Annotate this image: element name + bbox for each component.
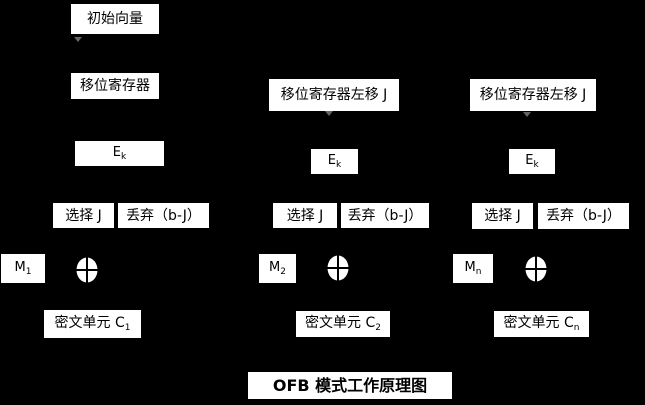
select-box-3: 选择 J bbox=[471, 202, 534, 230]
iv-label: 初始向量 bbox=[87, 11, 143, 27]
plaintext-label-2: M2 bbox=[269, 259, 286, 277]
select-label-3: 选择 J bbox=[484, 208, 521, 224]
ciphertext-box-3: 密文单元 Cn bbox=[493, 310, 590, 338]
shift-register-box-2: 移位寄存器左移 J bbox=[268, 78, 400, 112]
discard-label-3: 丢弃（b-J） bbox=[546, 208, 621, 224]
encrypt-box-1: Ek bbox=[74, 140, 165, 167]
plaintext-label-1: M1 bbox=[14, 259, 32, 277]
arrowhead-mark bbox=[523, 112, 531, 117]
shift-register-label-3: 移位寄存器左移 J bbox=[479, 87, 587, 103]
encrypt-box-3: Ek bbox=[508, 148, 556, 175]
xor-icon-2 bbox=[327, 255, 349, 281]
plaintext-label-3: Mn bbox=[464, 259, 482, 277]
shift-register-label-1: 移位寄存器 bbox=[80, 78, 150, 94]
discard-box-2: 丢弃（b-J） bbox=[340, 202, 430, 229]
discard-label-1: 丢弃（b-J） bbox=[126, 207, 201, 224]
select-label-1: 选择 J bbox=[65, 207, 102, 224]
select-label-2: 选择 J bbox=[286, 207, 324, 224]
ciphertext-box-1: 密文单元 C1 bbox=[43, 309, 142, 339]
xor-icon-1 bbox=[76, 257, 98, 283]
shift-register-box-1: 移位寄存器 bbox=[70, 72, 160, 100]
encrypt-label-2: Ek bbox=[327, 152, 342, 170]
discard-label-2: 丢弃（b-J） bbox=[347, 207, 423, 224]
ciphertext-box-2: 密文单元 C2 bbox=[295, 310, 391, 338]
diagram-title-label: OFB 模式工作原理图 bbox=[272, 375, 428, 395]
diagram-title: OFB 模式工作原理图 bbox=[247, 371, 453, 400]
arrowhead-mark bbox=[74, 37, 82, 42]
plaintext-box-2: M2 bbox=[258, 253, 297, 284]
discard-box-3: 丢弃（b-J） bbox=[537, 202, 630, 230]
ciphertext-label-3: 密文单元 Cn bbox=[503, 314, 580, 333]
select-box-2: 选择 J bbox=[272, 202, 338, 229]
ciphertext-label-2: 密文单元 C2 bbox=[305, 314, 381, 333]
arrowhead-mark bbox=[325, 111, 333, 116]
xor-icon-3 bbox=[525, 256, 547, 282]
discard-box-1: 丢弃（b-J） bbox=[117, 202, 210, 229]
shift-register-box-3: 移位寄存器左移 J bbox=[469, 78, 597, 112]
encrypt-box-2: Ek bbox=[310, 148, 359, 175]
ciphertext-label-1: 密文单元 C1 bbox=[54, 314, 131, 333]
iv-box: 初始向量 bbox=[70, 3, 160, 35]
plaintext-box-1: M1 bbox=[0, 253, 46, 284]
select-box-1: 选择 J bbox=[52, 202, 115, 229]
encrypt-label-1: Ek bbox=[112, 144, 127, 162]
plaintext-box-3: Mn bbox=[452, 253, 494, 284]
shift-register-label-2: 移位寄存器左移 J bbox=[280, 87, 388, 103]
encrypt-label-3: Ek bbox=[525, 152, 539, 170]
